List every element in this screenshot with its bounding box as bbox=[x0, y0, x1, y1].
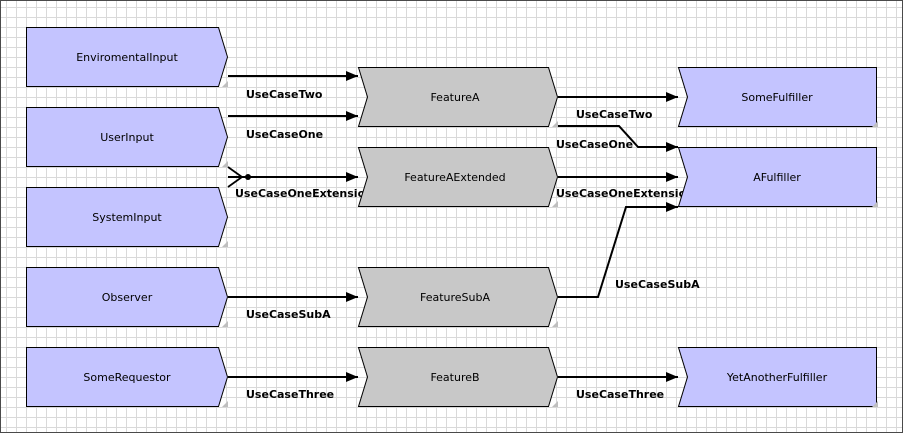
actor-label: YetAnotherFulfiller bbox=[726, 371, 828, 384]
edge-feature-a-to-a-fulfiller[interactable] bbox=[558, 125, 678, 152]
actor-observer[interactable]: Observer bbox=[26, 267, 229, 328]
edge-label-env-to-feature-a: UseCaseTwo bbox=[246, 88, 323, 101]
actor-some-fulfiller[interactable]: SomeFulfiller bbox=[677, 67, 879, 128]
actor-yet-another-fulfiller[interactable]: YetAnotherFulfiller bbox=[677, 347, 879, 408]
edge-label-feature-a-to-a-fulfiller: UseCaseOne bbox=[556, 138, 633, 151]
resize-grip-icon[interactable] bbox=[872, 201, 878, 207]
actor-system-input[interactable]: SystemInput bbox=[26, 187, 229, 248]
actor-label: SystemInput bbox=[92, 211, 162, 224]
resize-grip-icon[interactable] bbox=[552, 121, 558, 127]
extension-symbol-icon bbox=[227, 166, 244, 188]
resize-grip-icon[interactable] bbox=[222, 241, 228, 247]
edge-label-feature-a-to-some-fulfiller: UseCaseTwo bbox=[576, 108, 653, 121]
resize-grip-icon[interactable] bbox=[222, 81, 228, 87]
actor-label: SomeFulfiller bbox=[741, 91, 813, 104]
resize-grip-icon[interactable] bbox=[222, 161, 228, 167]
edge-label-requestor-to-feature-b: UseCaseThree bbox=[246, 388, 334, 401]
resize-grip-icon[interactable] bbox=[552, 321, 558, 327]
feature-b[interactable]: FeatureB bbox=[357, 347, 559, 408]
actor-label: EnviromentalInput bbox=[76, 51, 178, 64]
extension-point-icon bbox=[245, 174, 251, 180]
resize-grip-icon[interactable] bbox=[552, 201, 558, 207]
feature-a[interactable]: FeatureA bbox=[357, 67, 559, 128]
edge-label-feature-b-to-yet-another-fulfiller: UseCaseThree bbox=[576, 388, 664, 401]
feature-label: FeatureSubA bbox=[420, 291, 491, 304]
resize-grip-icon[interactable] bbox=[872, 401, 878, 407]
feature-sub-a[interactable]: FeatureSubA bbox=[357, 267, 559, 328]
actor-label: UserInput bbox=[100, 131, 154, 144]
actor-enviromental-input[interactable]: EnviromentalInput bbox=[26, 27, 229, 88]
feature-label: FeatureA bbox=[430, 91, 480, 104]
actor-label: Observer bbox=[102, 291, 153, 304]
resize-grip-icon[interactable] bbox=[552, 401, 558, 407]
edge-label-feature-a-extended-to-a-fulfiller: UseCaseOneExtension bbox=[556, 187, 694, 200]
feature-label: FeatureAExtended bbox=[404, 171, 505, 184]
actor-some-requestor[interactable]: SomeRequestor bbox=[26, 347, 229, 408]
feature-a-extended[interactable]: FeatureAExtended bbox=[357, 147, 559, 208]
actor-label: AFulfiller bbox=[753, 171, 801, 184]
actor-label: SomeRequestor bbox=[83, 371, 171, 384]
edge-feature-sub-a-to-a-fulfiller[interactable] bbox=[558, 202, 678, 298]
actor-user-input[interactable]: UserInput bbox=[26, 107, 229, 168]
edge-label-user-to-feature-a: UseCaseOne bbox=[246, 128, 323, 141]
actor-a-fulfiller[interactable]: AFulfiller bbox=[677, 147, 879, 208]
resize-grip-icon[interactable] bbox=[222, 401, 228, 407]
edge-label-system-to-feature-a-extended: UseCaseOneExtension bbox=[235, 187, 373, 200]
edge-labels: UseCaseTwo UseCaseOne UseCaseOneExtensio… bbox=[235, 88, 700, 401]
edge-label-observer-to-feature-sub-a: UseCaseSubA bbox=[246, 308, 331, 321]
edge-label-feature-sub-a-to-a-fulfiller: UseCaseSubA bbox=[615, 278, 700, 291]
feature-label: FeatureB bbox=[430, 371, 479, 384]
resize-grip-icon[interactable] bbox=[872, 121, 878, 127]
resize-grip-icon[interactable] bbox=[222, 321, 228, 327]
